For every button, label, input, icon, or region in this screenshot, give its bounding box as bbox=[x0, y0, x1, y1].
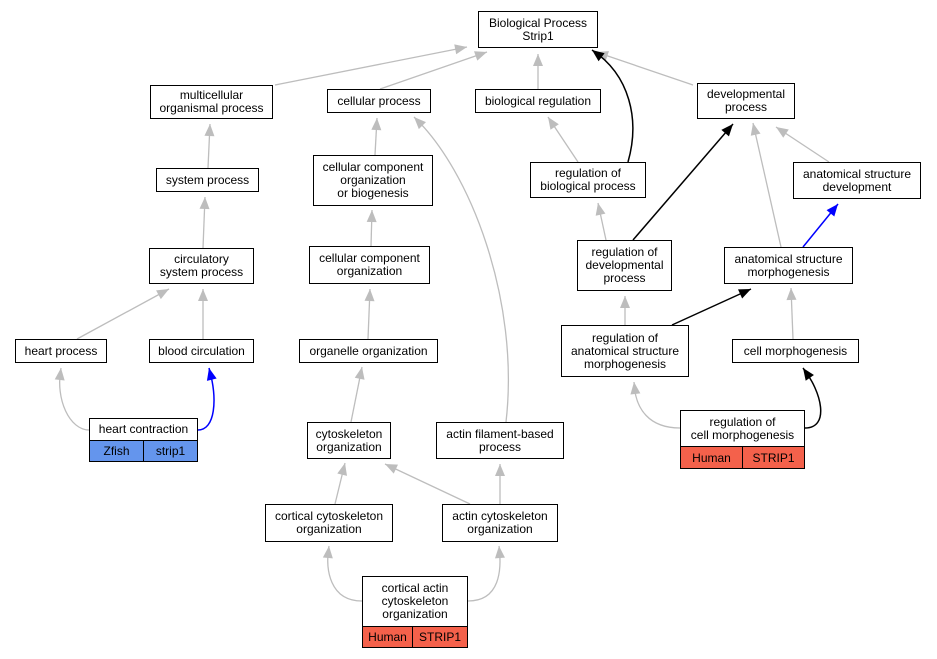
edge-default bbox=[752, 122, 782, 248]
arrowhead-default bbox=[414, 117, 426, 130]
node-cellular-process[interactable]: cellular process bbox=[327, 89, 431, 113]
node-cortical-cytoskeleton-organization[interactable]: cortical cytoskeleton organization bbox=[265, 504, 393, 542]
annotation-species-badge: Human bbox=[680, 446, 743, 469]
arrowhead-default bbox=[533, 54, 543, 66]
node-heart-process[interactable]: heart process bbox=[15, 339, 107, 363]
arrowhead-default bbox=[198, 289, 208, 301]
arrowhead-default bbox=[494, 546, 505, 559]
arrowhead-default bbox=[548, 117, 559, 130]
node-actin-filament-based-process[interactable]: actin filament-based process bbox=[436, 422, 564, 459]
arrowhead-default bbox=[354, 367, 365, 380]
arrowhead-black bbox=[592, 50, 605, 62]
node-cellular-component-organization-or-biogenesis[interactable]: cellular component organization or bioge… bbox=[313, 155, 433, 206]
arrowhead-default bbox=[620, 296, 630, 308]
edge-default bbox=[379, 51, 488, 90]
arrowhead-default bbox=[54, 368, 65, 381]
node-multicellular-organismal-process[interactable]: multicellular organismal process bbox=[150, 85, 273, 119]
annotation-species-badge: Human bbox=[362, 626, 413, 648]
arrowhead-default bbox=[366, 210, 377, 223]
arrowhead-default bbox=[776, 127, 789, 138]
node-developmental-process[interactable]: developmental process bbox=[697, 83, 795, 119]
arrowhead-default bbox=[454, 44, 467, 55]
edge-default bbox=[274, 46, 468, 86]
annotation-gene-badge: STRIP1 bbox=[412, 626, 468, 648]
arrowhead-default bbox=[156, 289, 169, 300]
node-organelle-organization[interactable]: organelle organization bbox=[299, 339, 438, 363]
node-heart-contraction[interactable]: heart contraction bbox=[89, 418, 198, 441]
arrowhead-default bbox=[474, 51, 487, 61]
node-regulation-of-anatomical-structure-morphogenesis[interactable]: regulation of anatomical structure morph… bbox=[561, 325, 689, 377]
node-anatomical-structure-development[interactable]: anatomical structure development bbox=[793, 162, 921, 199]
node-regulation-of-cell-morphogenesis[interactable]: regulation of cell morphogenesis bbox=[680, 410, 805, 447]
arrowhead-default bbox=[199, 197, 210, 210]
node-cortical-actin-cytoskeleton-organization[interactable]: cortical actin cytoskeleton organization bbox=[362, 576, 468, 627]
edge-black bbox=[591, 49, 634, 163]
arrowhead-default bbox=[786, 288, 797, 301]
node-blood-circulation[interactable]: blood circulation bbox=[149, 339, 254, 363]
arrowhead-default bbox=[385, 464, 398, 474]
edge-default bbox=[384, 463, 471, 505]
arrowhead-blue bbox=[826, 204, 838, 217]
node-cell-morphogenesis[interactable]: cell morphogenesis bbox=[732, 339, 859, 363]
annotation-gene-badge: strip1 bbox=[143, 440, 198, 462]
edge-default bbox=[327, 545, 363, 602]
arrowhead-default bbox=[322, 546, 333, 559]
node-biological-regulation[interactable]: biological regulation bbox=[475, 89, 601, 113]
edge-default bbox=[59, 367, 90, 431]
arrowhead-default bbox=[364, 289, 375, 302]
arrowhead-black bbox=[721, 124, 733, 137]
edge-default bbox=[413, 116, 510, 423]
node-actin-cytoskeleton-organization[interactable]: actin cytoskeleton organization bbox=[442, 504, 558, 542]
annotation-gene-badge: STRIP1 bbox=[742, 446, 805, 469]
edge-black bbox=[671, 288, 752, 326]
node-anatomical-structure-morphogenesis[interactable]: anatomical structure morphogenesis bbox=[724, 247, 853, 284]
arrowhead-default bbox=[204, 124, 215, 137]
arrowhead-black bbox=[803, 368, 814, 381]
arrowhead-default bbox=[595, 203, 606, 216]
node-biological-process[interactable]: Biological Process Strip1 bbox=[478, 11, 598, 48]
arrowhead-default bbox=[495, 464, 505, 476]
node-regulation-of-developmental-process[interactable]: regulation of developmental process bbox=[577, 240, 672, 291]
arrowhead-default bbox=[630, 382, 641, 395]
node-cellular-component-organization[interactable]: cellular component organization bbox=[309, 246, 430, 284]
annotation-species-badge: Zfish bbox=[89, 440, 144, 462]
edge-default bbox=[76, 288, 170, 340]
node-regulation-of-biological-process[interactable]: regulation of biological process bbox=[530, 162, 646, 198]
node-system-process[interactable]: system process bbox=[156, 168, 259, 192]
arrowhead-default bbox=[750, 123, 761, 136]
arrowhead-blue bbox=[206, 368, 217, 381]
node-cytoskeleton-organization[interactable]: cytoskeleton organization bbox=[307, 422, 391, 459]
arrowhead-default bbox=[371, 118, 382, 131]
edge-default bbox=[467, 545, 501, 602]
arrowhead-default bbox=[337, 463, 348, 476]
edge-default bbox=[633, 381, 681, 429]
edge-black bbox=[632, 123, 734, 241]
arrowhead-black bbox=[738, 289, 751, 299]
edge-default bbox=[595, 51, 694, 86]
node-circulatory-system-process[interactable]: circulatory system process bbox=[149, 248, 254, 284]
